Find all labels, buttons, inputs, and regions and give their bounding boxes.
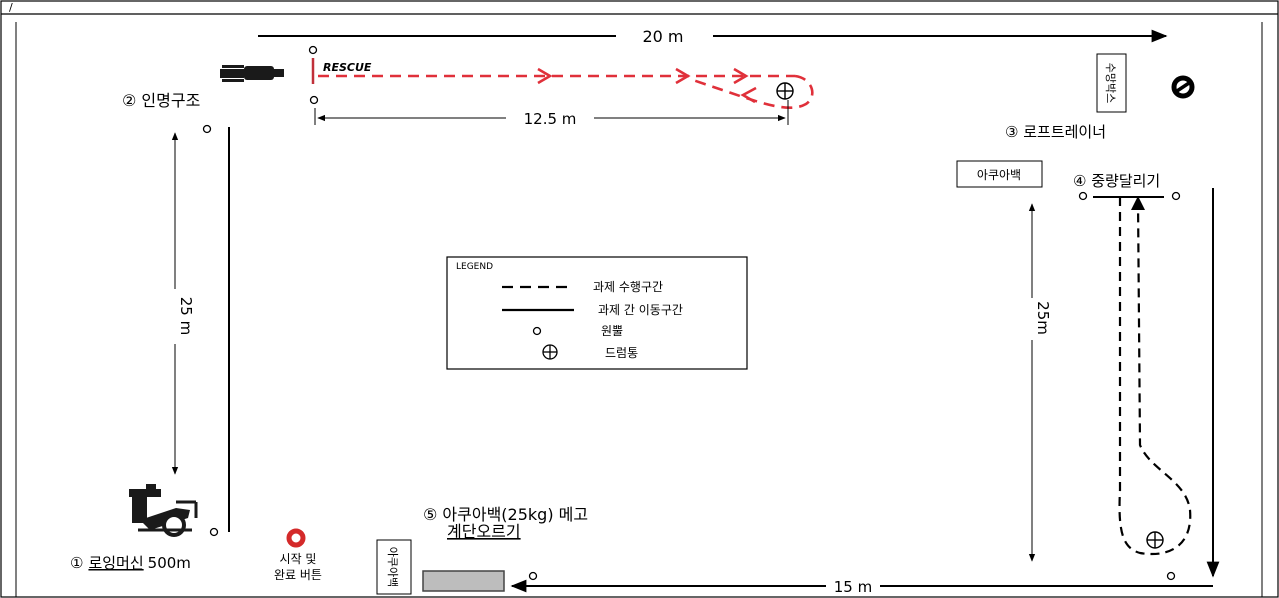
cone	[209, 527, 219, 537]
drum-rescue	[776, 82, 794, 100]
cone	[309, 95, 319, 105]
rope-box-text: 수망박스	[1104, 63, 1117, 103]
start-label-line1: 시작 및	[280, 552, 317, 566]
rescue-dummy-icon	[220, 65, 284, 82]
dimension-25m-left-label: 25 m	[177, 297, 195, 335]
start-label-line2: 완료 버튼	[274, 568, 322, 582]
cone	[528, 571, 538, 581]
dimension-12_5m-label: 12.5 m	[524, 110, 577, 128]
dimension-20m: 20 m	[258, 27, 1168, 46]
weight-run-arrow	[1131, 196, 1145, 210]
legend-box	[446, 256, 748, 370]
cone	[1078, 191, 1088, 201]
no-entry-icon	[1171, 75, 1195, 99]
weight-run-label: ④ 중량달리기	[1073, 172, 1160, 190]
start-finish-button[interactable]	[286, 528, 306, 548]
dimension-25m-left: 25 m	[171, 132, 195, 475]
legend-item-drum: 드럼통	[605, 346, 638, 360]
legend-cone-symbol	[532, 326, 542, 336]
dimension-20m-label: 20 m	[642, 27, 683, 46]
cone	[308, 45, 318, 55]
aquabag-box-stairs: 아쿠아백	[376, 539, 412, 595]
rope-box: 수망박스	[1096, 53, 1127, 113]
rope-label: ③ 로프트레이너	[1005, 123, 1106, 141]
legend-item-transfer: 과제 간 이동구간	[598, 303, 683, 317]
legend: LEGEND 과제 수행구간 과제 간 이동구간 원뿔 드럼통	[446, 256, 748, 370]
rowing-label-name: 로잉머신	[88, 554, 143, 572]
rowing-label-prefix: ①	[70, 554, 83, 572]
aquabag-box-run-text: 아쿠아백	[977, 168, 1021, 182]
cone	[1166, 571, 1176, 581]
rowing-label-suffix: 500m	[148, 554, 191, 572]
aquabag-box-run: 아쿠아백	[956, 160, 1043, 188]
dimension-12_5m: 12.5 m	[314, 100, 789, 128]
legend-item-task: 과제 수행구간	[593, 279, 663, 294]
rescue-sign: RESCUE	[323, 61, 372, 74]
aquabag-box-stairs-text: 아쿠아백	[386, 547, 399, 587]
legend-item-cone: 원뿔	[601, 324, 623, 338]
rowing-machine-icon	[129, 484, 198, 537]
legend-drum-symbol	[542, 344, 558, 360]
rescue-task-path	[318, 67, 814, 110]
dimension-15m-label: 15 m	[834, 578, 872, 596]
drum-weight-run	[1146, 531, 1164, 549]
cone	[1171, 191, 1181, 201]
dimension-25m-right: 25m	[1028, 203, 1052, 562]
rescue-label: ② 인명구조	[122, 91, 200, 110]
legend-title: LEGEND	[456, 262, 493, 272]
header-mark: /	[9, 1, 13, 14]
stairs-label-line1: ⑤ 아쿠아백(25kg) 메고	[423, 505, 588, 524]
dimension-15m: 15 m	[510, 578, 1213, 596]
rowing-label: ① 로잉머신 500m	[70, 554, 191, 572]
weight-run-task-path	[1118, 197, 1192, 556]
cone	[202, 124, 212, 134]
stairs-platform	[422, 570, 505, 592]
dimension-25m-right-label: 25m	[1034, 301, 1052, 335]
stairs-label-line2: 계단오르기	[447, 522, 521, 541]
